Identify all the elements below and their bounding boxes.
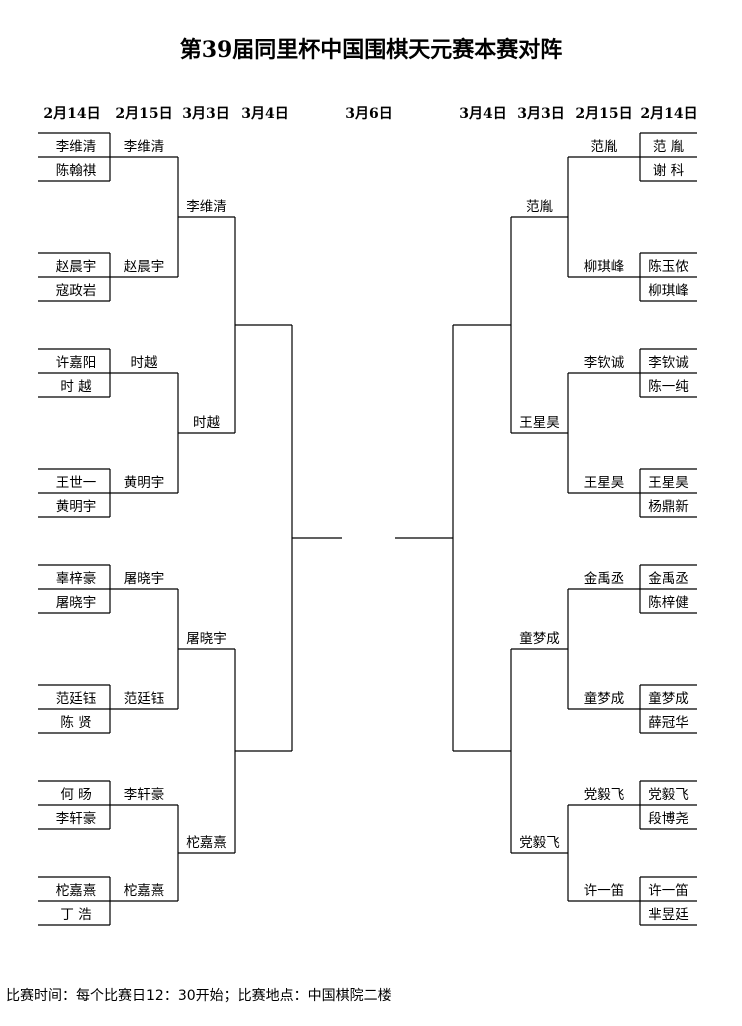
round-date-right-r2: 2月15日: [575, 106, 633, 122]
player-name: 李维清: [56, 139, 97, 155]
advanced-player-name: 王星昊: [519, 415, 560, 431]
player-name: 陈 贤: [60, 714, 91, 731]
player-name: 柁嘉熹: [56, 882, 97, 899]
advanced-player-name: 党毅飞: [519, 834, 560, 851]
player-name: 范廷钰: [56, 691, 97, 707]
advanced-player-name: 党毅飞: [584, 786, 625, 803]
round-date-left-r4: 3月4日: [241, 106, 289, 122]
round-date-right-r3: 3月3日: [517, 106, 565, 122]
advanced-player-name: 屠晓宇: [186, 631, 227, 647]
player-name: 何 旸: [60, 787, 91, 803]
advanced-player-name: 童梦成: [584, 690, 625, 707]
advanced-player-name: 黄明宇: [124, 475, 165, 491]
footer-note: 比赛时间：每个比赛日12：30开始；比赛地点：中国棋院二楼: [6, 988, 392, 1004]
advanced-player-name: 赵晨宇: [124, 259, 165, 275]
player-name: 王世一: [56, 475, 97, 491]
player-name: 许嘉阳: [56, 355, 97, 371]
player-name: 段博尧: [648, 810, 689, 827]
player-name: 辜梓豪: [56, 571, 97, 587]
advanced-player-name: 许一笛: [584, 883, 625, 899]
advanced-player-name: 童梦成: [519, 630, 560, 647]
player-name: 党毅飞: [648, 786, 689, 803]
player-name: 许一笛: [648, 883, 689, 899]
advanced-player-name: 范廷钰: [124, 691, 165, 707]
advanced-player-name: 李维清: [186, 199, 227, 215]
player-name: 陈梓健: [648, 594, 689, 611]
player-name: 王星昊: [648, 475, 689, 491]
round-date-right-r4: 3月4日: [459, 106, 507, 122]
player-name: 杨鼎新: [648, 499, 689, 515]
player-name: 柳琪峰: [648, 283, 689, 299]
round-date-final: 3月6日: [345, 106, 393, 122]
advanced-player-name: 时越: [131, 355, 158, 371]
advanced-player-name: 李轩豪: [124, 787, 165, 803]
player-name: 芈昱廷: [648, 907, 689, 923]
player-name: 童梦成: [648, 690, 689, 707]
player-name: 谢 科: [653, 163, 685, 179]
player-name: 寇政岩: [56, 282, 97, 299]
advanced-player-name: 时越: [193, 415, 220, 431]
advanced-player-name: 范胤: [591, 139, 618, 155]
player-name: 时 越: [60, 379, 92, 395]
player-name: 陈玉侬: [648, 258, 689, 275]
player-name: 陈一纯: [648, 378, 689, 395]
player-name: 屠晓宇: [56, 595, 97, 611]
player-name: 丁 浩: [60, 907, 91, 923]
player-name: 金禹丞: [648, 571, 689, 587]
round-date-right-r1: 2月14日: [640, 106, 698, 122]
advanced-player-name: 金禹丞: [584, 571, 625, 587]
player-name: 赵晨宇: [56, 259, 97, 275]
advanced-player-name: 范胤: [526, 199, 553, 215]
advanced-player-name: 李钦诚: [584, 355, 625, 371]
player-name: 李轩豪: [56, 811, 97, 827]
advanced-player-name: 王星昊: [584, 475, 625, 491]
round-date-left-r1: 2月14日: [43, 106, 101, 122]
player-name: 薛冠华: [648, 715, 689, 731]
player-name: 陈翰祺: [56, 162, 97, 179]
advanced-player-name: 屠晓宇: [124, 571, 165, 587]
advanced-player-name: 柁嘉熹: [186, 834, 227, 851]
advanced-player-name: 柁嘉熹: [124, 882, 165, 899]
player-name: 范 胤: [653, 139, 684, 155]
player-name: 黄明宇: [56, 499, 97, 515]
round-date-left-r3: 3月3日: [182, 106, 230, 122]
page-title: 第39届同里杯中国围棋天元赛本赛对阵: [179, 37, 563, 63]
advanced-player-name: 李维清: [124, 139, 165, 155]
player-name: 李钦诚: [648, 355, 689, 371]
advanced-player-name: 柳琪峰: [584, 259, 625, 275]
round-date-left-r2: 2月15日: [115, 106, 173, 122]
